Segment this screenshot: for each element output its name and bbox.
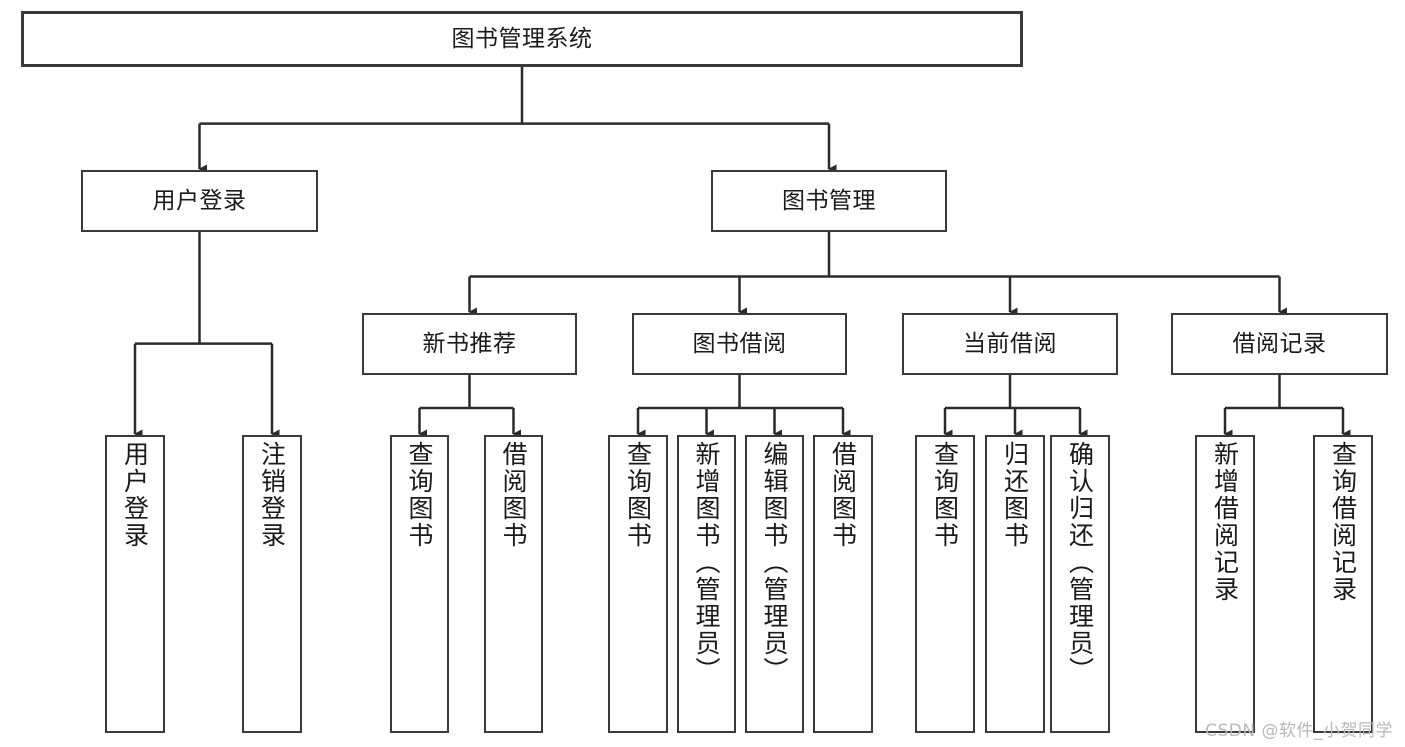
node-label: 新书推荐 <box>422 330 517 357</box>
node-leaf-logout[interactable]: 注销登录 <box>242 435 302 733</box>
node-leaf-query-record[interactable]: 查询借阅记录 <box>1313 435 1373 733</box>
node-label: 查询图书 <box>405 441 434 549</box>
node-leaf-query-book-3[interactable]: 查询图书 <box>915 435 975 733</box>
node-book-borrow[interactable]: 图书借阅 <box>632 313 847 375</box>
node-leaf-borrow-book-2[interactable]: 借阅图书 <box>813 435 873 733</box>
node-label: 图书管理 <box>782 187 876 214</box>
node-leaf-query-book-1[interactable]: 查询图书 <box>390 435 449 733</box>
node-label: 查询图书 <box>623 441 653 549</box>
node-label: 注销登录 <box>257 441 287 549</box>
node-user-login[interactable]: 用户登录 <box>81 170 318 232</box>
node-label: 用户登录 <box>120 441 150 549</box>
node-label: 查询借阅记录 <box>1328 441 1358 603</box>
node-leaf-add-book[interactable]: 新增图书（管理员） <box>677 435 736 733</box>
node-leaf-confirm-return[interactable]: 确认归还（管理员） <box>1050 435 1110 733</box>
edge-group <box>133 67 1351 439</box>
node-label: 新增借阅记录 <box>1210 441 1240 603</box>
node-label: 确认归还（管理员） <box>1065 441 1095 684</box>
node-leaf-add-record[interactable]: 新增借阅记录 <box>1195 435 1255 733</box>
node-label: 新增图书（管理员） <box>692 441 721 684</box>
node-new-book-rec[interactable]: 新书推荐 <box>362 313 577 375</box>
watermark: CSDN @软件_小贺同学 <box>1205 721 1393 741</box>
node-label: 图书管理系统 <box>451 25 593 52</box>
node-current-borrow[interactable]: 当前借阅 <box>902 313 1118 375</box>
node-label: 查询图书 <box>930 441 960 549</box>
node-label: 借阅图书 <box>828 441 858 549</box>
node-borrow-record[interactable]: 借阅记录 <box>1171 313 1388 375</box>
node-label: 借阅图书 <box>499 441 528 549</box>
node-label: 借阅记录 <box>1232 330 1327 357</box>
node-leaf-return-book[interactable]: 归还图书 <box>985 435 1045 733</box>
node-leaf-query-book-2[interactable]: 查询图书 <box>608 435 668 733</box>
node-label: 图书借阅 <box>692 330 787 357</box>
node-leaf-borrow-book-1[interactable]: 借阅图书 <box>484 435 543 733</box>
node-label: 编辑图书（管理员） <box>760 441 789 684</box>
node-label: 归还图书 <box>1000 441 1030 549</box>
node-label: 用户登录 <box>152 187 247 214</box>
node-root[interactable]: 图书管理系统 <box>21 11 1023 67</box>
node-leaf-edit-book[interactable]: 编辑图书（管理员） <box>745 435 804 733</box>
node-book-manage[interactable]: 图书管理 <box>711 170 947 232</box>
node-leaf-user-login[interactable]: 用户登录 <box>105 435 165 733</box>
node-label: 当前借阅 <box>963 330 1057 357</box>
